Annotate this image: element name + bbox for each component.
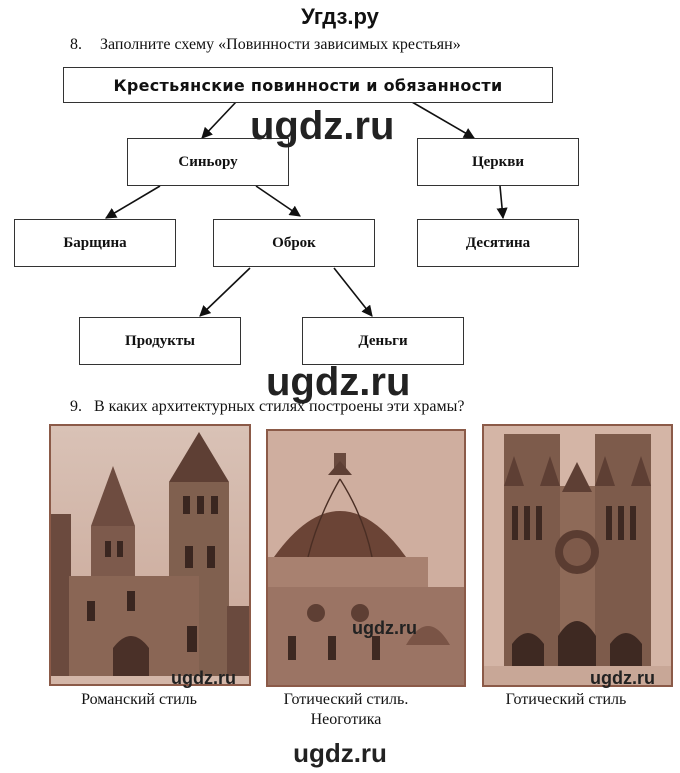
- watermark-bottom: ugdz.ru: [293, 738, 387, 768]
- arrow-lord-to-quitrent: [255, 185, 301, 217]
- task-9-number: 9.: [70, 398, 82, 415]
- scheme-arrows: [105, 101, 508, 317]
- task-9-heading: 9. В каких архитектурных стилях построены…: [70, 398, 464, 416]
- scheme-lord-box: Синьору: [127, 138, 289, 186]
- caption-photo-1: Романский стиль: [81, 691, 197, 708]
- dome-cathedral-illustration: [268, 431, 464, 685]
- arrow-quitrent-to-products: [199, 267, 251, 317]
- gothic-cathedral-illustration: [484, 426, 671, 685]
- caption-photo-3: Готический стиль: [505, 691, 627, 708]
- watermark-photo-center: ugdz.ru: [352, 618, 417, 638]
- watermark-middle: ugdz.ru: [266, 360, 411, 404]
- scheme-products-box: Продукты: [79, 317, 241, 365]
- task-9-text: В каких архитектурных стилях построены э…: [94, 398, 465, 415]
- task-8-text: Заполните схему «Повинности зависимых кр…: [100, 36, 461, 53]
- caption-photo-2-line-2: Неоготика: [310, 711, 382, 728]
- photo-dome-cathedral: [266, 429, 466, 687]
- task-8-number: 8.: [70, 36, 82, 53]
- arrow-root-to-church: [411, 101, 475, 139]
- photo-romanesque-church: [49, 424, 251, 686]
- scheme-money-box: Деньги: [302, 317, 464, 365]
- watermark-photo-right: ugdz.ru: [590, 668, 655, 688]
- site-title: Угдз.ру: [301, 4, 379, 29]
- photo-gothic-cathedral: [482, 424, 673, 687]
- scheme-root-box: Крестьянские повинности и обязанности: [63, 67, 553, 103]
- arrow-lord-to-corvee: [105, 185, 161, 219]
- watermark-photo-left: ugdz.ru: [171, 668, 236, 688]
- arrow-root-to-lord: [201, 101, 237, 139]
- task-8-heading: 8. Заполните схему «Повинности зависимых …: [70, 36, 461, 54]
- scheme-tithe-box: Десятина: [417, 219, 579, 267]
- caption-photo-2: Готический стиль. Неоготика: [256, 690, 436, 730]
- arrow-church-to-tithe: [496, 185, 508, 220]
- scheme-quitrent-box: Оброк: [213, 219, 375, 267]
- romanesque-church-illustration: [51, 426, 249, 684]
- scheme-church-box: Церкви: [417, 138, 579, 186]
- scheme-corvee-box: Барщина: [14, 219, 176, 267]
- watermark-top: ugdz.ru: [250, 104, 395, 148]
- arrow-quitrent-to-money: [333, 267, 373, 317]
- caption-photo-2-line-1: Готический стиль.: [283, 691, 409, 708]
